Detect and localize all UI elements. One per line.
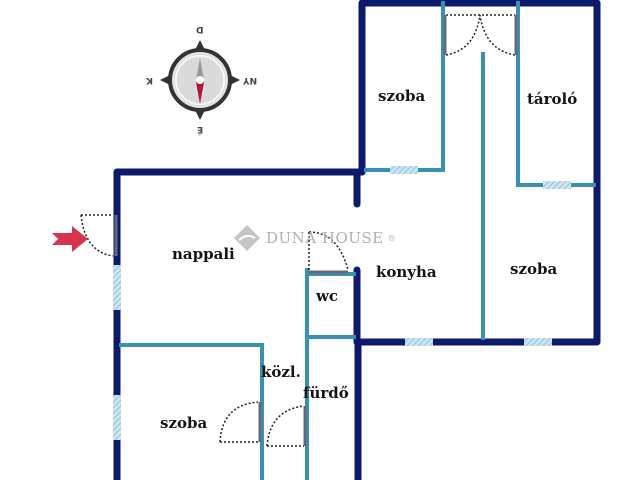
inner-walls (119, 1, 596, 480)
room-label-szoba-bottom: szoba (160, 414, 208, 432)
room-label-tarolo: tároló (527, 90, 578, 108)
room-label-kozl: közl. (261, 363, 301, 381)
compass-label-left: K (146, 75, 153, 85)
compass-icon (160, 40, 240, 120)
watermark-text: DUNA HOUSE (266, 229, 384, 247)
outer-walls (113, 0, 601, 480)
room-label-wc: wc (316, 287, 339, 305)
door-leaves (114, 15, 518, 446)
room-label-szoba-right: szoba (510, 260, 558, 278)
doors (80, 14, 516, 447)
compass-label-bottom: É (197, 124, 204, 134)
registered-mark: ® (387, 233, 397, 243)
room-label-szoba-top: szoba (378, 87, 426, 105)
duna-house-watermark: DUNA HOUSE ® (232, 223, 396, 253)
windows (113, 166, 571, 440)
duna-house-logo-icon (234, 225, 260, 251)
entrance-arrow-icon (52, 226, 88, 252)
compass-label-top: D (196, 24, 204, 34)
room-label-furdo: fürdő (303, 384, 349, 402)
room-label-konyha: konyha (376, 263, 437, 281)
room-label-nappali: nappali (172, 245, 235, 263)
compass-label-right: NY (243, 75, 258, 85)
